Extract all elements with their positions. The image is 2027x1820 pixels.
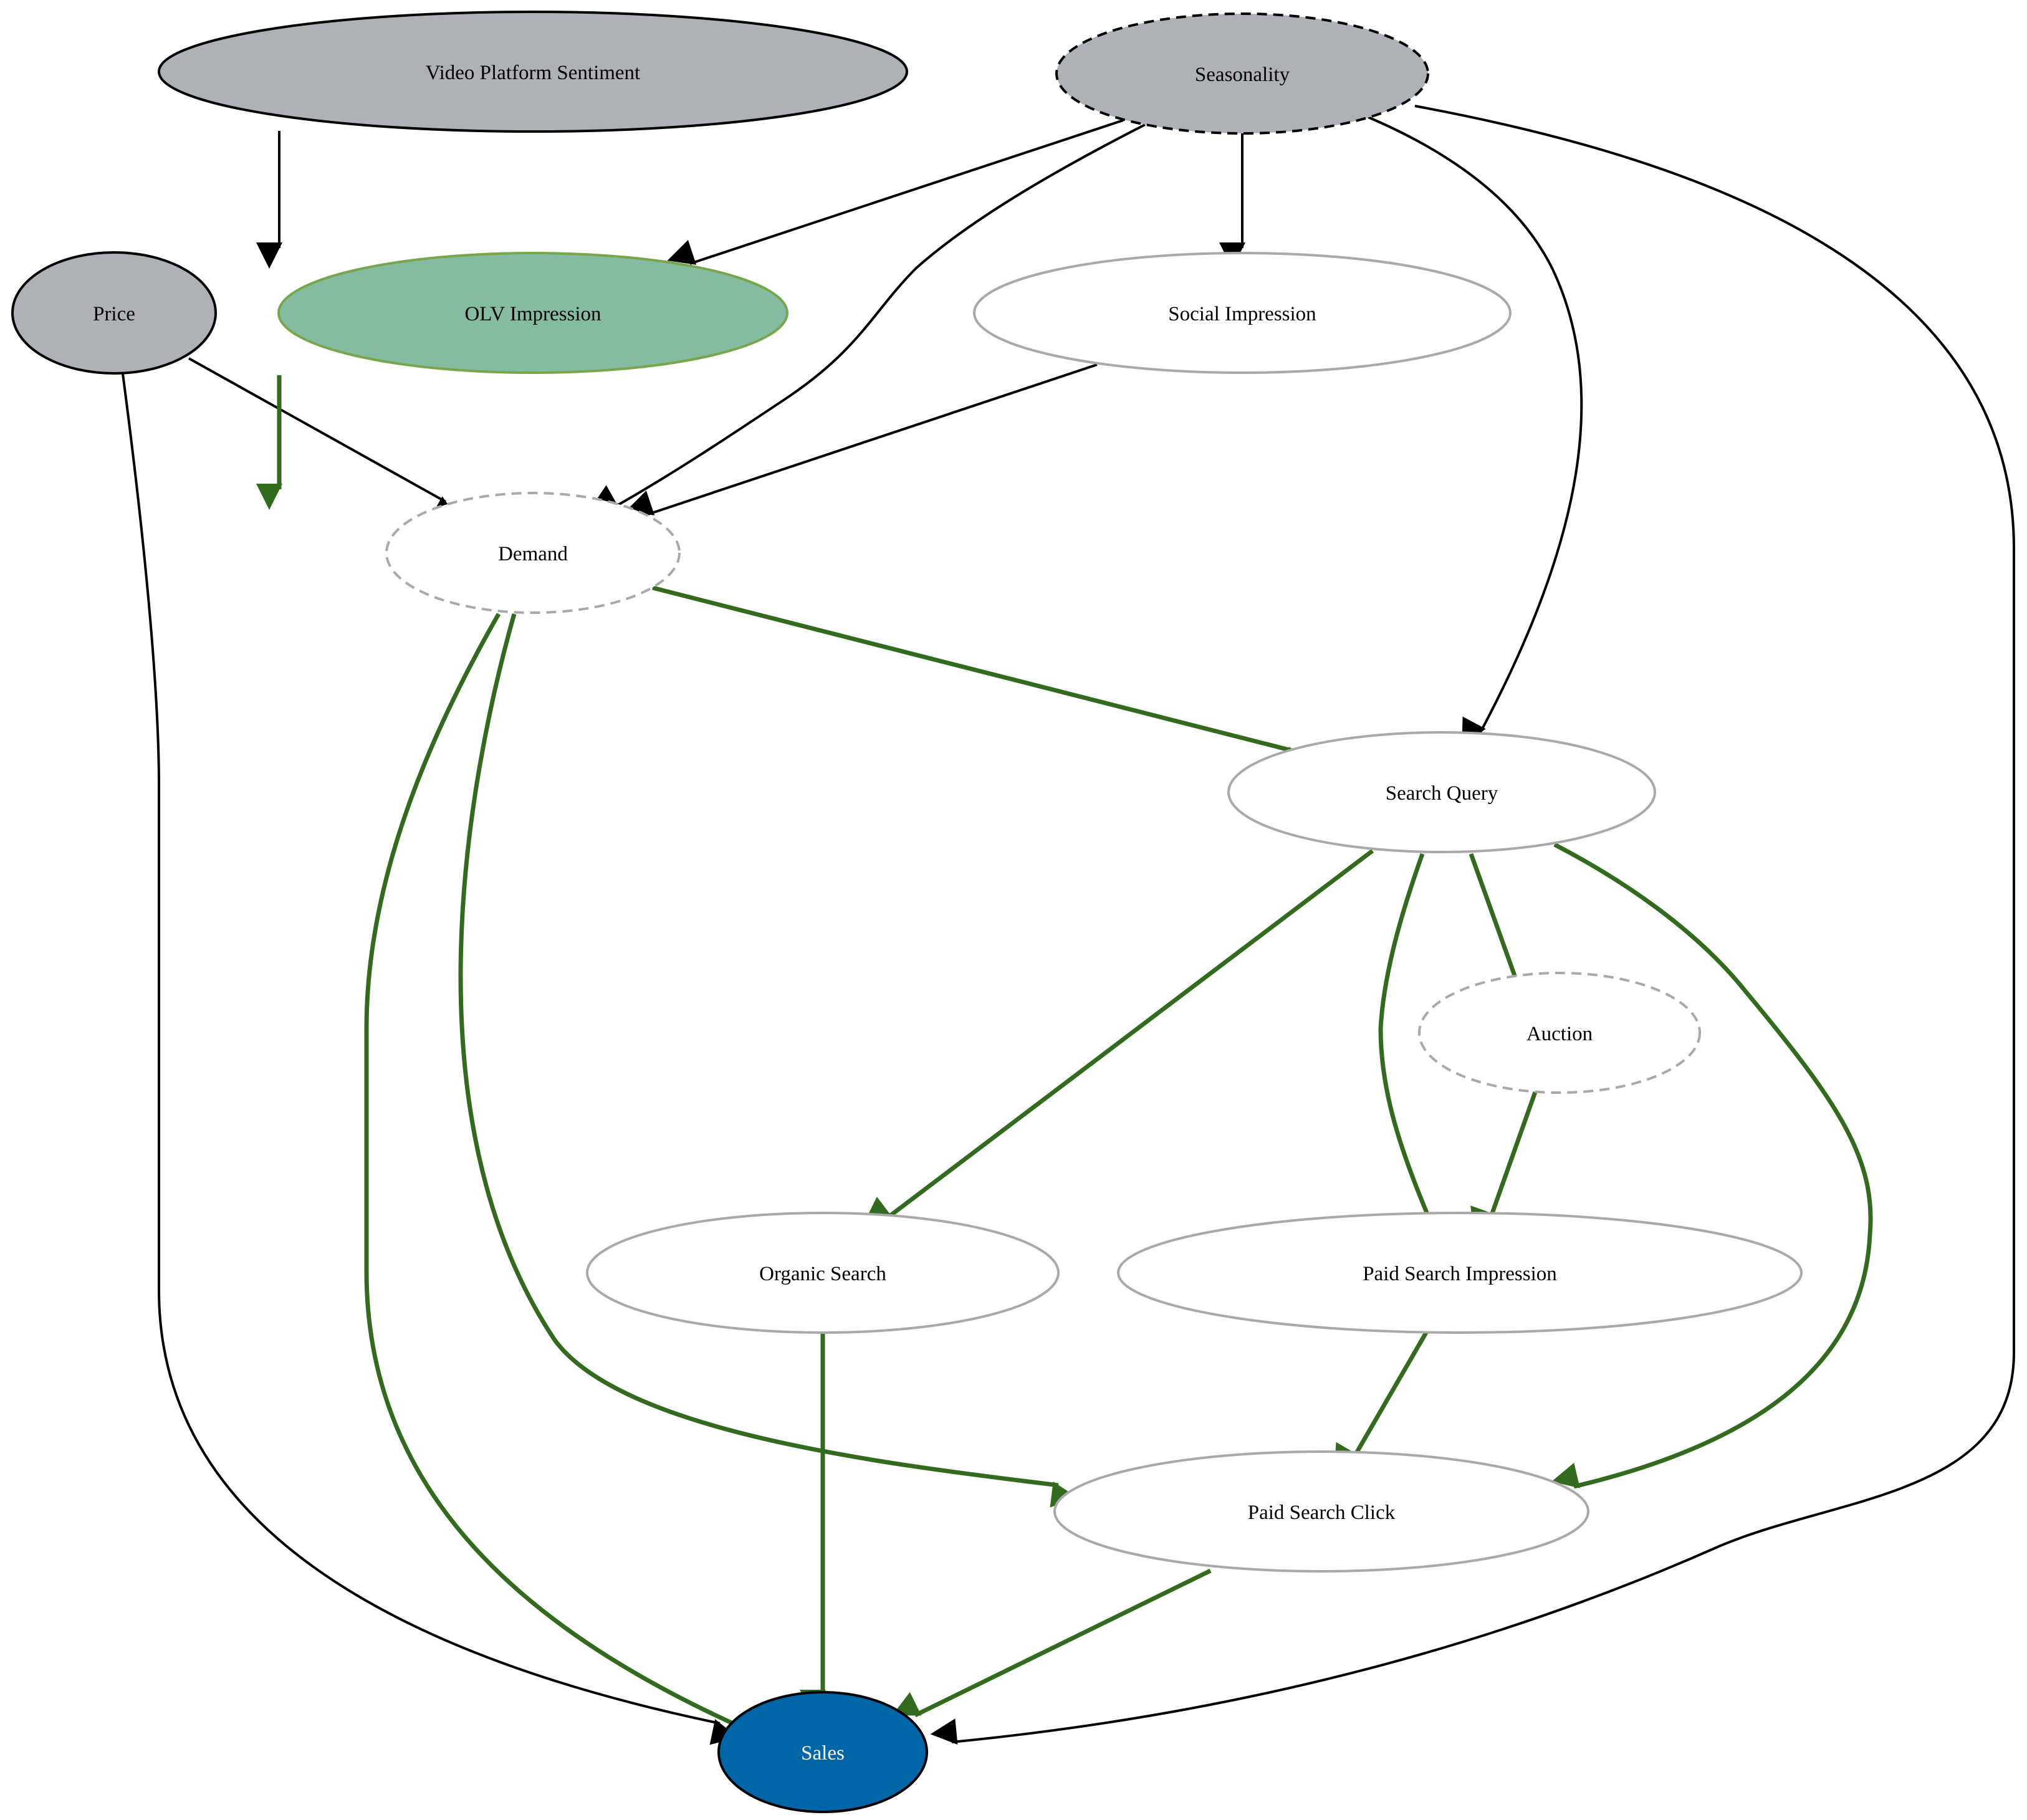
node-label: Paid Search Click (1248, 1502, 1396, 1524)
node-price[interactable]: Price (11, 251, 217, 375)
node-auction[interactable]: Auction (1418, 972, 1701, 1094)
edge-price-to-sales (122, 373, 739, 1745)
node-label: Organic Search (759, 1263, 886, 1285)
node-organic-search[interactable]: Organic Search (586, 1212, 1060, 1334)
edge-demand-to-sales (364, 613, 762, 1749)
edge-demand-to-search-query (652, 585, 1312, 772)
edge-seasonality-to-sales (930, 105, 2015, 1745)
node-social-impression[interactable]: Social Impression (973, 252, 1512, 374)
edge-price-to-demand (188, 357, 459, 521)
node-label: Search Query (1386, 782, 1498, 805)
node-label: Video Platform Sentiment (426, 62, 640, 84)
edges (122, 105, 2015, 1749)
node-video-platform-sentiment[interactable]: Video Platform Sentiment (158, 11, 908, 133)
node-paid-search-click[interactable]: Paid Search Click (1053, 1450, 1589, 1573)
node-sales[interactable]: Sales (717, 1691, 928, 1813)
edge-paid-click-to-sales (892, 1568, 1212, 1718)
node-label: Seasonality (1195, 64, 1290, 86)
edge-seasonality-to-demand (590, 123, 1146, 510)
node-paid-search-impression[interactable]: Paid Search Impression (1117, 1212, 1803, 1334)
node-label: Auction (1526, 1023, 1593, 1045)
node-search-query[interactable]: Search Query (1227, 731, 1656, 853)
edge-seasonality-to-search-query (1368, 116, 1583, 746)
edge-social-to-demand (625, 363, 1098, 515)
node-olv-impression[interactable]: OLV Impression (277, 252, 788, 374)
nodes: Video Platform Sentiment Seasonality Pri… (11, 11, 1803, 1813)
node-seasonality[interactable]: Seasonality (1055, 12, 1429, 135)
edge-auction-to-paid-impression (1470, 1091, 1538, 1235)
node-label: Sales (801, 1742, 845, 1765)
node-label: OLV Impression (464, 303, 601, 325)
node-demand[interactable]: Demand (385, 492, 681, 614)
edge-search-query-to-paid-impression (1378, 853, 1432, 1242)
edge-search-query-to-organic (864, 849, 1374, 1224)
node-label: Price (93, 303, 135, 325)
edge-seasonality-to-olv (667, 119, 1124, 265)
edge-search-query-to-paid-click (1551, 842, 1873, 1489)
node-label: Paid Search Impression (1363, 1263, 1557, 1285)
edge-paid-impression-to-paid-click (1334, 1331, 1429, 1472)
edge-search-query-to-auction (1469, 853, 1521, 1009)
edge-demand-to-paid-search-click (458, 613, 1078, 1508)
node-label: Demand (498, 543, 568, 565)
node-label: Social Impression (1168, 303, 1316, 325)
